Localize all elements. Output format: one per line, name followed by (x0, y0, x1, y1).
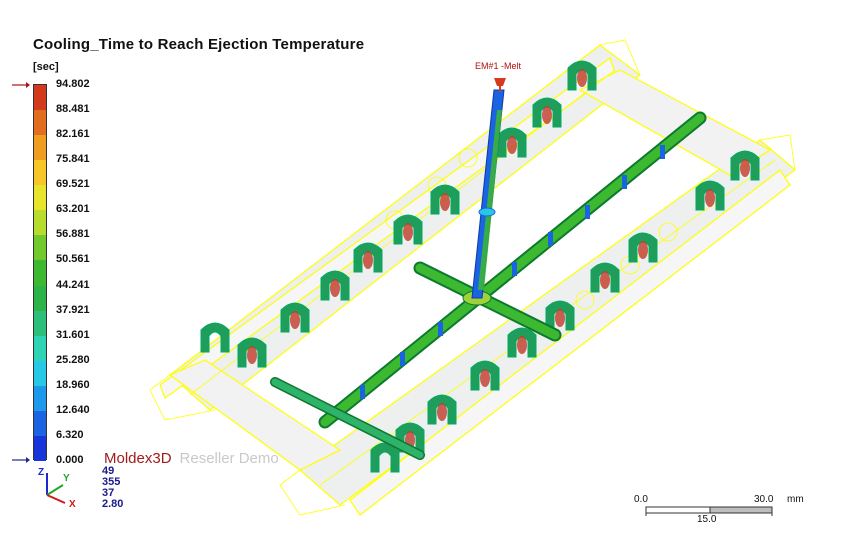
legend-color-step (34, 360, 46, 387)
brand-name: Moldex3D (104, 450, 172, 467)
unit-label: [sec] (33, 61, 59, 73)
legend-color-step (34, 335, 46, 362)
legend-tick-label: 69.521 (56, 178, 90, 191)
right-clips (370, 150, 760, 473)
legend-tick-label: 25.280 (56, 353, 90, 366)
legend-min-arrow-icon[interactable] (12, 456, 30, 464)
view-info-line: 49 (102, 465, 115, 477)
legend-tick-label: 37.921 (56, 303, 90, 316)
axis-x-label: X (69, 499, 76, 510)
legend-tick-label: 12.640 (56, 403, 90, 416)
brand-sub: Reseller Demo (179, 450, 279, 467)
runner-system (270, 111, 707, 460)
scale-left-label: 0.0 (634, 494, 648, 505)
legend-color-step (34, 235, 46, 261)
legend-tick-label: 56.881 (56, 228, 90, 241)
legend-tick-label: 50.561 (56, 253, 90, 266)
view-info-line: 37 (102, 487, 115, 499)
legend-color-step (34, 310, 46, 337)
legend-color-step (34, 435, 46, 462)
color-legend-bar (33, 84, 47, 462)
legend-color-step (34, 385, 46, 412)
axis-y-label: Y (63, 473, 70, 484)
legend-tick-label: 44.241 (56, 278, 90, 291)
legend-tick-label: 18.960 (56, 378, 90, 391)
view-info-line: 355 (102, 476, 121, 488)
legend-tick-label: 75.841 (56, 153, 90, 166)
scale-right-label: 30.0 (754, 494, 774, 505)
legend-color-step (34, 135, 46, 161)
legend-color-step (34, 410, 46, 437)
legend-color-step (34, 185, 46, 211)
legend-tick-label: 6.320 (56, 428, 84, 441)
legend-color-step (34, 260, 46, 287)
scale-unit-label: mm (787, 494, 804, 505)
view-info: 49 355 37 2.80 (102, 466, 123, 510)
view-info-line: 2.80 (102, 498, 124, 510)
legend-tick-label: 88.481 (56, 103, 90, 116)
legend-tick-label: 0.000 (56, 454, 84, 466)
axis-z-label: Z (38, 467, 44, 478)
legend-tick-label: 31.601 (56, 328, 90, 341)
legend-tick-label: 63.201 (56, 203, 90, 216)
legend-tick-label: 94.802 (56, 78, 90, 90)
legend-color-step (34, 210, 46, 236)
legend-color-step (34, 110, 46, 136)
legend-color-step (34, 85, 46, 111)
sprue (471, 89, 505, 299)
axis-triad-icon[interactable]: Z Y X (35, 465, 85, 510)
legend-color-step (34, 285, 46, 312)
legend-tick-label: 82.161 (56, 128, 90, 141)
left-clips (200, 60, 597, 368)
gate-label: EM#1 -Melt (475, 61, 522, 71)
scale-ruler (645, 506, 773, 516)
chart-title: Cooling_Time to Reach Ejection Temperatu… (33, 36, 365, 53)
melt-entrance-marker (494, 78, 506, 92)
legend-color-step (34, 160, 46, 186)
brand-watermark: Moldex3D Reseller Demo (104, 450, 279, 467)
legend-max-arrow-icon[interactable] (12, 81, 30, 89)
scale-mid-label: 15.0 (697, 514, 717, 525)
scale-bar: 0.0 30.0 mm 15.0 (630, 494, 806, 525)
